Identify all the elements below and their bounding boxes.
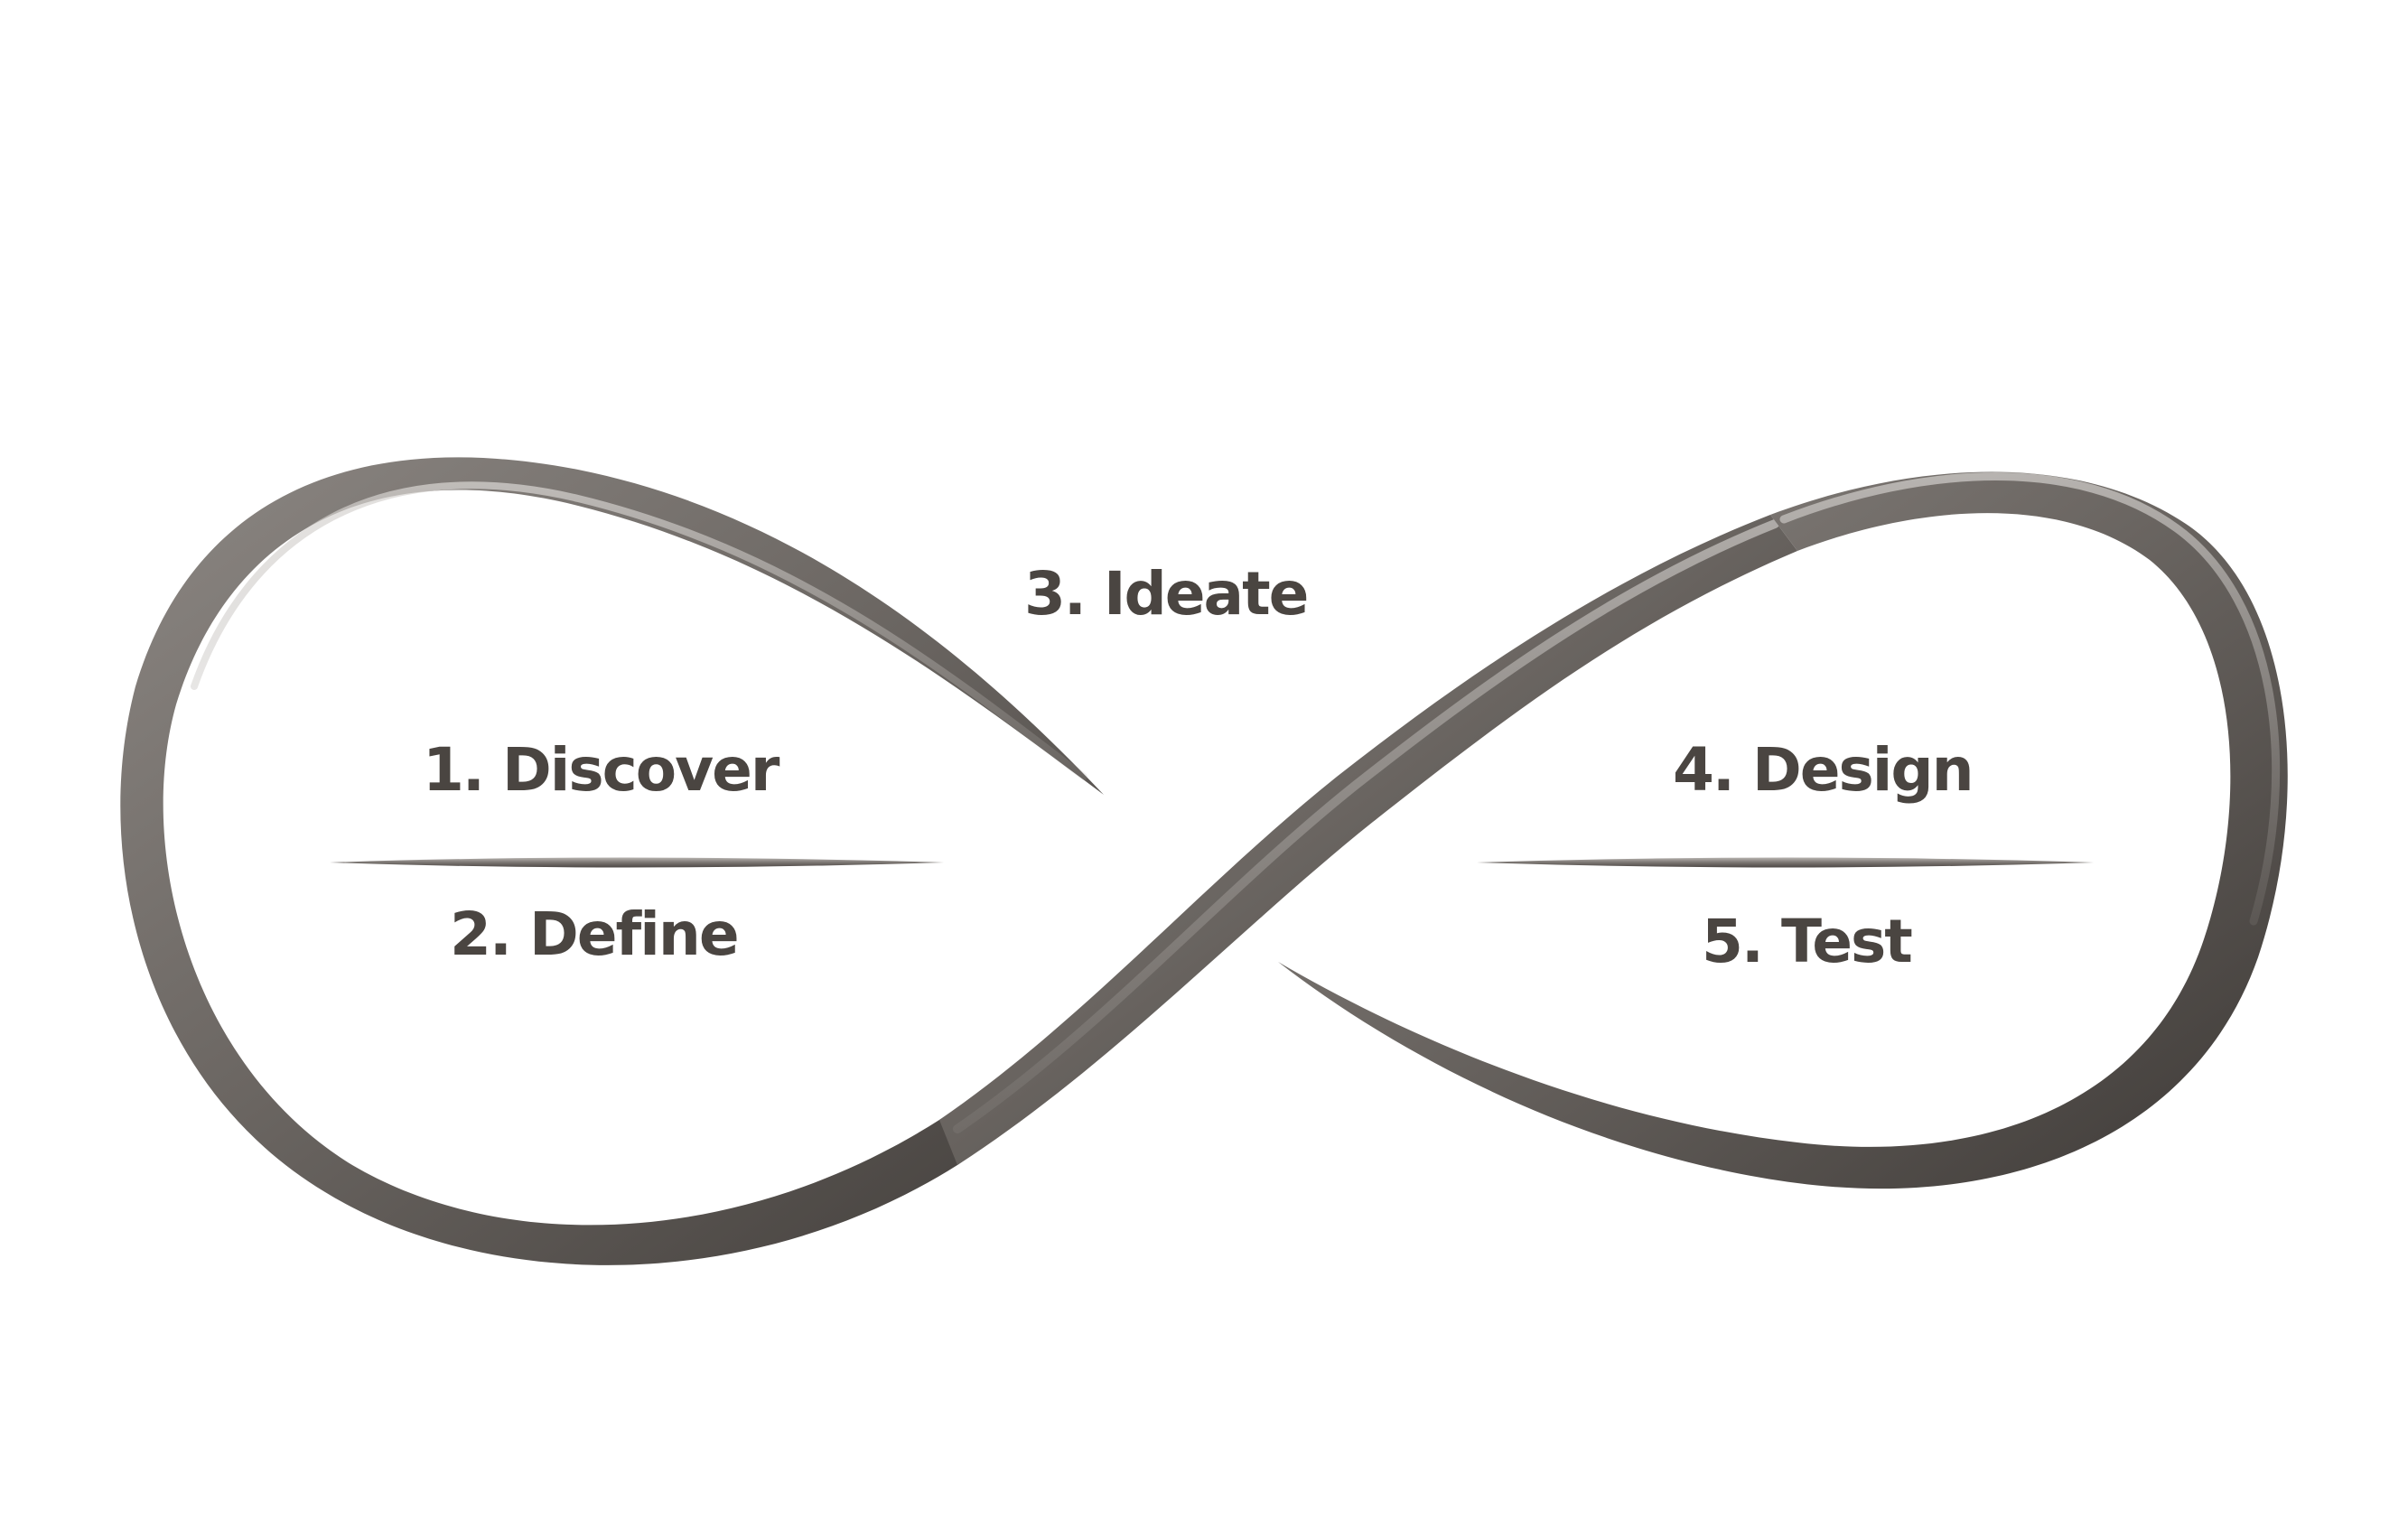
infinity-ribbon-right	[1278, 471, 2288, 1189]
infinity-ribbon-left	[120, 457, 1216, 1265]
stage-label-design: 4. Design	[1673, 735, 1974, 805]
stage-label-ideate: 3. Ideate	[1024, 559, 1309, 629]
stage-label-discover: 1. Discover	[423, 735, 779, 805]
divider-line-right	[1477, 857, 2094, 868]
stage-label-define: 2. Define	[450, 900, 740, 969]
divider-line-left	[330, 857, 944, 868]
stage-label-test: 5. Test	[1702, 907, 1913, 976]
infinity-ribbon-center	[939, 515, 1797, 1165]
